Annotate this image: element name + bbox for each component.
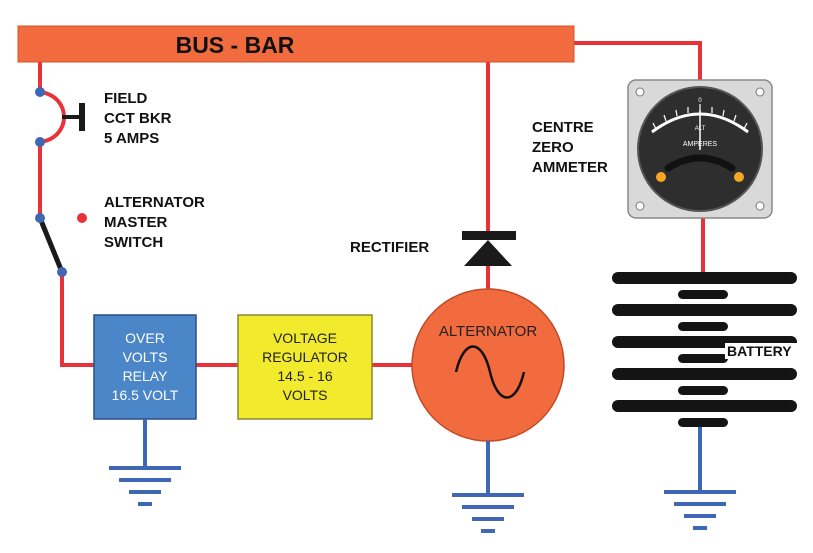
alternator-master-switch (35, 213, 87, 277)
ammeter-dial-zero: 0 (698, 98, 702, 104)
rectifier-diode (462, 231, 516, 266)
battery-label: BATTERY (727, 343, 792, 359)
ammeter-label-2: ZERO (532, 139, 574, 156)
alternator-label: ALTERNATOR (439, 323, 538, 340)
ammeter-label-1: CENTRE (532, 119, 594, 136)
alternator: ALTERNATOR (411, 288, 565, 442)
relay-label-4: 16.5 VOLT (112, 387, 179, 403)
relay-label-2: VOLTS (123, 349, 168, 365)
ground-battery (664, 427, 736, 530)
ground-alternator (452, 441, 524, 533)
bus-bar-label: BUS - BAR (176, 32, 295, 58)
ground-relay (109, 419, 181, 506)
bus-bar: BUS - BAR (17, 25, 575, 63)
wiring (38, 41, 705, 367)
regulator-label-4: VOLTS (283, 387, 328, 403)
rectifier-label: RECTIFIER (350, 239, 429, 256)
battery (612, 272, 797, 427)
master-switch-label-3: SWITCH (104, 234, 163, 251)
field-breaker-label-3: 5 AMPS (104, 130, 159, 147)
master-switch-label-2: MASTER (104, 214, 168, 231)
master-switch-label-1: ALTERNATOR (104, 194, 205, 211)
regulator-label-1: VOLTAGE (273, 330, 337, 346)
relay-label-3: RELAY (123, 368, 169, 384)
field-breaker-label-2: CCT BKR (104, 110, 172, 127)
relay-label-1: OVER (125, 330, 165, 346)
regulator-label-3: 14.5 - 16 (277, 368, 332, 384)
ammeter-label-3: AMMETER (532, 159, 608, 176)
ac-sine-icon (454, 345, 526, 399)
battery-label-bg (725, 343, 807, 359)
wire-bus-to-ammeter (570, 41, 702, 82)
centre-zero-ammeter: 0 ALT AMPERES (627, 79, 773, 219)
voltage-regulator: VOLTAGE REGULATOR 14.5 - 16 VOLTS (237, 314, 373, 420)
field-breaker-label-1: FIELD (104, 90, 147, 107)
field-circuit-breaker (35, 87, 85, 147)
over-volts-relay: OVER VOLTS RELAY 16.5 VOLT (93, 314, 197, 420)
wire-switch-to-relay (60, 270, 96, 367)
regulator-label-2: REGULATOR (262, 349, 348, 365)
